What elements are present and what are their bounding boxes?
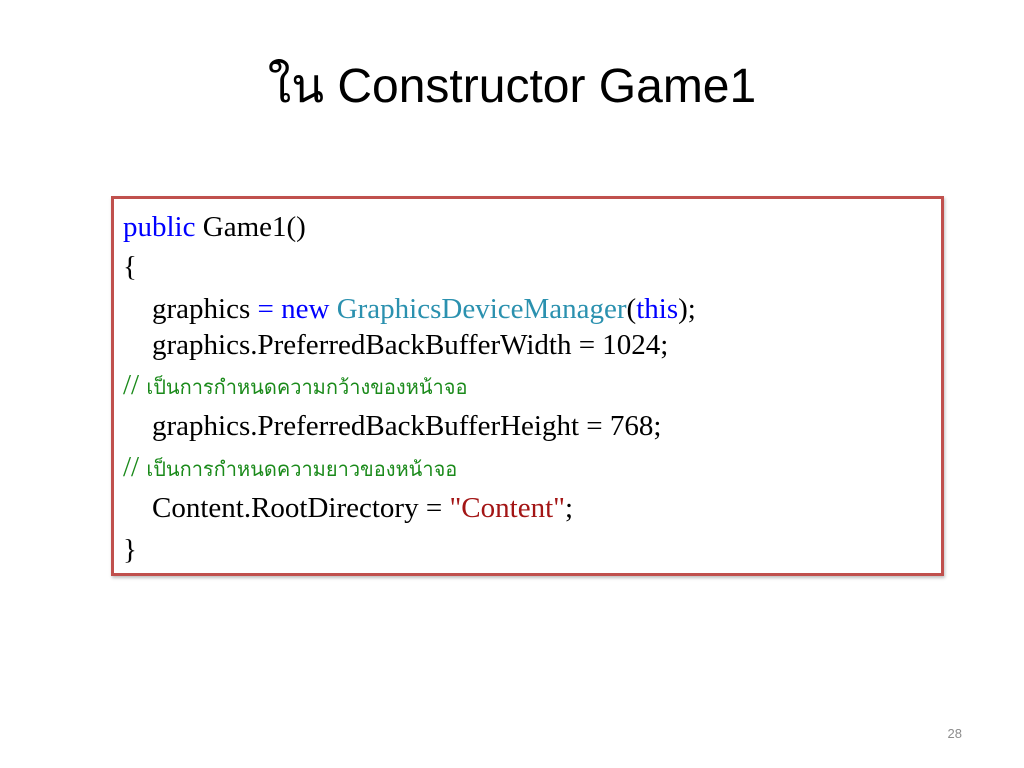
assign-operator: = — [257, 293, 274, 325]
keyword-new: new — [281, 293, 330, 325]
code-line-height: graphics.PreferredBackBufferHeight = 768… — [123, 409, 661, 443]
semicolon: ; — [564, 492, 574, 524]
code-line-root-directory: Content.RootDirectory = "Content"; — [123, 491, 573, 525]
space — [329, 293, 336, 325]
code-line-close-brace: } — [123, 534, 137, 566]
indent — [123, 492, 152, 524]
comment-slashes: // — [123, 369, 147, 401]
indent — [123, 410, 152, 442]
comment-width: // เป็นการกำหนดความกว้างของหน้าจอ — [123, 370, 467, 404]
paren-open: ( — [626, 293, 637, 325]
indent — [123, 293, 152, 325]
code-line-graphics-init: graphics = new GraphicsDeviceManager(thi… — [123, 292, 696, 326]
string-content: "Content" — [449, 492, 565, 524]
slide-title: ใน Constructor Game1 — [267, 60, 757, 113]
root-directory-statement: Content.RootDirectory = — [152, 492, 450, 524]
indent — [123, 329, 152, 361]
paren-close: ); — [678, 293, 696, 325]
comment-text: เป็นการกำหนดความยาวของหน้าจอ — [146, 457, 458, 481]
code-line-signature: public Game1() — [123, 210, 306, 244]
code-line-width: graphics.PreferredBackBufferWidth = 1024… — [123, 328, 668, 362]
variable-graphics: graphics — [152, 293, 258, 325]
width-statement: graphics.PreferredBackBufferWidth = 1024… — [152, 329, 669, 361]
code-line-open-brace: { — [123, 251, 137, 283]
type-graphics-device-manager: GraphicsDeviceManager — [336, 293, 627, 325]
keyword-public: public — [123, 211, 196, 243]
comment-height: // เป็นการกำหนดความยาวของหน้าจอ — [123, 452, 457, 486]
code-block: public Game1() { graphics = new Graphics… — [111, 196, 944, 576]
method-signature: Game1() — [195, 211, 306, 243]
height-statement: graphics.PreferredBackBufferHeight = 768… — [152, 410, 662, 442]
comment-text: เป็นการกำหนดความกว้างของหน้าจอ — [146, 375, 468, 399]
comment-slashes: // — [123, 451, 147, 483]
keyword-this: this — [636, 293, 679, 325]
page-number: 28 — [947, 726, 962, 741]
